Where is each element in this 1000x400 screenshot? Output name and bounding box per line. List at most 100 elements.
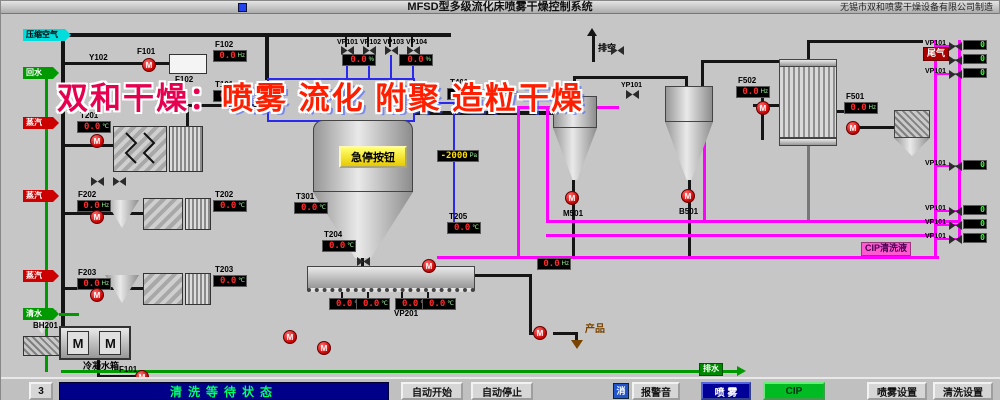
value-display: 0	[963, 68, 987, 78]
spray-button[interactable]: 喷 雾	[701, 382, 751, 400]
value-display: 0	[963, 205, 987, 215]
tag-label: T205	[449, 212, 468, 221]
agitator-motor[interactable]: M	[67, 331, 89, 355]
pipe	[401, 292, 403, 300]
pipe	[573, 78, 576, 98]
spray-settings-button[interactable]: 喷雾设置	[867, 382, 927, 400]
stage3-heater	[143, 273, 183, 305]
pipe	[546, 234, 936, 237]
pump-icon[interactable]: M	[317, 341, 331, 355]
flow-arrow-label: 蒸汽	[23, 270, 59, 282]
stage2-filter	[185, 198, 211, 230]
cyclone-2-body	[665, 86, 713, 122]
pump-icon[interactable]: M	[565, 191, 579, 205]
tag-label: VP201	[394, 309, 419, 318]
valve-icon[interactable]	[949, 162, 962, 171]
tag-label: F102	[215, 40, 234, 49]
valve-icon[interactable]	[949, 207, 962, 216]
pipe	[475, 274, 531, 277]
pipe	[65, 212, 143, 215]
valve-icon[interactable]	[113, 177, 126, 186]
mute-icon[interactable]: 消	[613, 383, 629, 399]
exhaust-filter-cone	[894, 138, 930, 156]
page-button[interactable]: 3	[29, 382, 53, 400]
pipe	[437, 256, 939, 259]
pump-icon[interactable]: M	[681, 189, 695, 203]
pump-icon[interactable]: M	[283, 330, 297, 344]
condensate-tank: M M	[59, 326, 131, 360]
valve-icon[interactable]	[341, 46, 354, 55]
fluid-bed	[307, 266, 475, 292]
valve-icon[interactable]	[91, 177, 104, 186]
heating-element-icon	[124, 132, 156, 164]
mute-alarm-button[interactable]: 报警音	[632, 382, 680, 400]
valve-icon[interactable]	[949, 70, 962, 79]
pump-icon[interactable]: M	[846, 121, 860, 135]
fan-box	[169, 54, 207, 74]
condenser-body	[779, 66, 837, 138]
agitator-motor[interactable]: M	[99, 331, 122, 355]
pipe	[937, 238, 958, 240]
pump-icon[interactable]: M	[142, 58, 156, 72]
valve-icon[interactable]	[949, 235, 962, 244]
pump-icon[interactable]: M	[422, 259, 436, 273]
auto-stop-button[interactable]: 自动停止	[471, 382, 533, 400]
auto-start-button[interactable]: 自动开始	[401, 382, 463, 400]
pipe	[937, 73, 958, 75]
cip-button[interactable]: CIP	[763, 382, 825, 400]
valve-icon[interactable]	[949, 56, 962, 65]
pump-icon[interactable]: M	[135, 370, 149, 377]
tag-label: F501	[846, 92, 865, 101]
pipe	[186, 104, 269, 107]
pipe	[761, 98, 764, 140]
title-bar: MFSD型多级流化床喷雾干燥控制系统 无锡市双和喷雾干燥设备有限公司制造	[1, 1, 999, 14]
tag-label: BH201	[33, 321, 58, 330]
pipe	[345, 37, 347, 47]
pipe	[267, 33, 451, 37]
tag-label: VP101	[337, 39, 359, 46]
tag-label: VP104	[406, 39, 428, 46]
pump-icon[interactable]: M	[90, 288, 104, 302]
tag-label: CIP清洗液	[861, 242, 912, 256]
pipe	[517, 106, 520, 258]
pump-icon[interactable]: M	[90, 134, 104, 148]
heater-1	[113, 126, 167, 172]
value-display: 0	[963, 233, 987, 243]
valve-icon[interactable]	[626, 90, 639, 99]
pump-icon[interactable]: M	[533, 326, 547, 340]
valve-icon[interactable]	[949, 221, 962, 230]
tag-label: F203	[78, 268, 97, 277]
inlet-filter	[23, 336, 63, 356]
tag-label: VP101	[925, 40, 947, 47]
tag-label: 产品	[585, 324, 605, 335]
valve-icon[interactable]	[363, 46, 376, 55]
tag-label: 排空	[598, 43, 617, 53]
value-display: 0.0℃	[447, 222, 481, 234]
valve-icon[interactable]	[611, 46, 624, 55]
pipe	[807, 146, 810, 222]
valve-icon[interactable]	[357, 257, 370, 266]
value-display: 0	[963, 160, 987, 170]
tag-label: F502	[738, 76, 757, 85]
value-display: 0.0℃	[294, 202, 328, 214]
value-display: 0.0℃	[213, 275, 247, 287]
clean-settings-button[interactable]: 清洗设置	[933, 382, 993, 400]
pipe	[958, 40, 961, 240]
pipe	[97, 375, 141, 377]
emergency-stop-button[interactable]: 急停按钮	[339, 146, 407, 168]
drain-arrow-icon	[737, 366, 746, 376]
pump-icon[interactable]: M	[90, 210, 104, 224]
tag-label: YP101	[621, 82, 643, 89]
valve-icon[interactable]	[385, 46, 398, 55]
valve-icon[interactable]	[407, 46, 420, 55]
valve-icon[interactable]	[949, 42, 962, 51]
pump-icon[interactable]: M	[756, 101, 770, 115]
pipe	[703, 106, 706, 222]
cyclone-1-body	[553, 96, 597, 128]
pipe	[413, 111, 555, 115]
exhaust-filter	[894, 110, 930, 138]
tag-label: F101	[137, 47, 156, 56]
tag-label: 尾气	[923, 47, 950, 61]
